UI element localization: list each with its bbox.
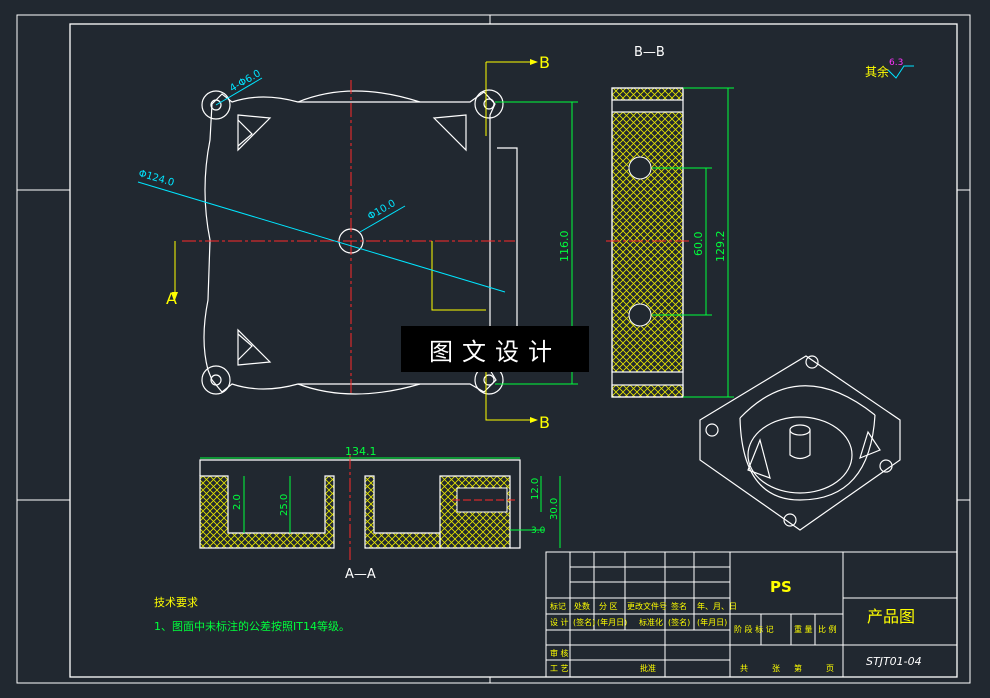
isometric-view: [699, 355, 901, 531]
tb-row1-c5: 签名: [671, 601, 687, 611]
section-aa: [199, 455, 521, 560]
dim-60-label: 60.0: [692, 232, 705, 257]
top-view-center-lines: [182, 80, 515, 395]
tb-page: 页: [826, 664, 834, 673]
tech-requirements-line1: 1、图面中未标注的公差按照IT14等级。: [154, 619, 350, 633]
tb-row1-c4: 更改文件号: [627, 601, 667, 611]
tb-stage-mark: 阶 段 标 记: [734, 624, 774, 634]
roughness-symbol-icon: [887, 65, 914, 79]
dim-134-label: 134.1: [345, 445, 377, 458]
tb-row1-c1: 标记: [550, 601, 566, 611]
diameter-124-callout: Φ124.0: [137, 168, 175, 189]
section-label-b-top: B: [539, 53, 550, 72]
tb-material: PS: [770, 578, 792, 596]
tb-row2-c5: (签名): [668, 617, 690, 627]
aa-dimensions: [200, 457, 561, 548]
title-block-text: 标记 处数 分 区 更改文件号 签名 年、月、日 设 计 (签名) (年月日) …: [550, 601, 837, 673]
dim-25-label: 25.0: [279, 494, 290, 516]
tb-approve: 批准: [640, 663, 656, 673]
tb-row2-c2: (签名): [573, 617, 595, 627]
drawing-frame: [16, 14, 971, 684]
tb-row2-c4: 标准化: [639, 617, 663, 627]
tb-row1-c3: 分 区: [599, 602, 618, 611]
roughness-label: 其余: [865, 64, 889, 79]
tb-weight: 重 量: [794, 624, 813, 634]
dim-30-label: 30.0: [549, 498, 560, 520]
roughness-value: 6.3: [889, 58, 903, 68]
tb-process: 工 艺: [550, 664, 569, 673]
tb-sheets: 张: [772, 664, 780, 673]
section-arrows: [172, 59, 538, 423]
tb-sheet-no: 第: [794, 663, 802, 673]
dim-116-label: 116.0: [558, 231, 571, 263]
section-label-a: A: [166, 289, 177, 308]
dimension-60-129: [652, 87, 734, 398]
tb-row1-c2: 处数: [574, 601, 590, 611]
section-bb-title: B—B: [634, 45, 665, 60]
tb-row2-c6: (年月日): [697, 617, 727, 627]
tb-drawing-no: STJT01-04: [866, 655, 922, 668]
watermark-banner: 图文设计: [401, 326, 589, 372]
dim-3-label: 3.0: [531, 526, 546, 536]
section-label-b-bottom: B: [539, 413, 550, 432]
tb-row2-c1: 设 计: [550, 617, 569, 627]
tb-row2-c3: (年月日): [597, 617, 627, 627]
section-bb: [606, 87, 690, 398]
dim-129-label: 129.2: [714, 231, 727, 263]
tb-total: 共: [740, 664, 748, 673]
tb-scale: 比 例: [818, 624, 837, 634]
tb-review: 审 核: [550, 648, 569, 658]
tb-drawing-name: 产品图: [867, 607, 915, 626]
dim-12-label: 12.0: [530, 478, 541, 500]
tb-row1-c6: 年、月、日: [697, 601, 737, 611]
title-block: [545, 551, 958, 678]
callout-leaders: [137, 77, 506, 293]
dim-2-label: 2.0: [232, 494, 243, 510]
section-aa-title: A—A: [345, 567, 376, 582]
section-lines: [174, 61, 530, 421]
hole-callout: 4-Φ6.0: [228, 68, 263, 94]
tech-requirements-title: 技术要求: [154, 596, 198, 609]
